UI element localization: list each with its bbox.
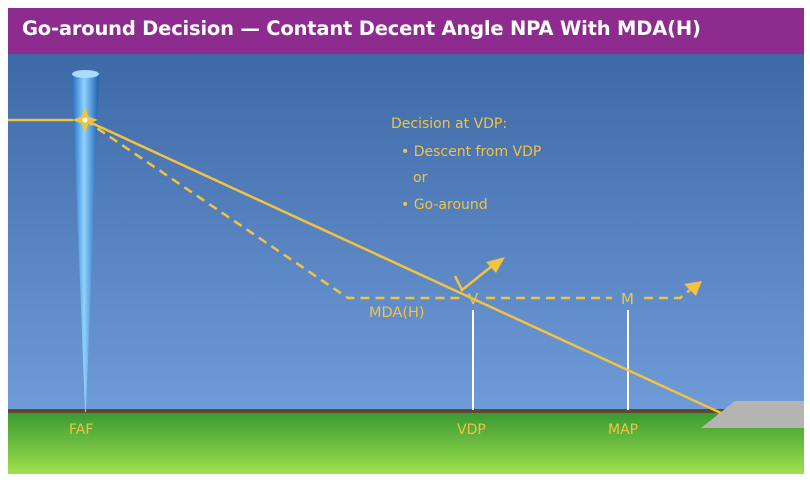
faf-fix-cone-top — [72, 70, 99, 78]
go-around-arrowhead — [486, 257, 505, 273]
vdp-label: VDP — [457, 422, 486, 438]
annotation-or: or — [413, 170, 428, 186]
map-marker-label: M — [621, 290, 634, 308]
faf-label: FAF — [69, 422, 93, 438]
map-label: MAP — [608, 422, 638, 438]
diagram-frame: Go-around Decision — Contant Decent Angl… — [8, 8, 804, 474]
annotation-option-descent: • Descent from VDP — [401, 144, 541, 160]
annotation-option-go-around: • Go-around — [401, 197, 488, 213]
title-bar: Go-around Decision — Contant Decent Angl… — [8, 8, 804, 54]
go-around-arrow — [453, 265, 493, 292]
ground — [8, 413, 804, 474]
sky — [8, 54, 804, 410]
vdp-marker-label: V — [468, 290, 479, 308]
mda-label: MDA(H) — [369, 305, 425, 321]
post-map-path — [644, 289, 691, 300]
faf-star-icon — [72, 107, 98, 133]
faf-fix-cone — [72, 74, 99, 412]
diagram-title: Go-around Decision — Contant Decent Angl… — [22, 17, 701, 40]
annotation-heading: Decision at VDP: — [391, 116, 507, 132]
runway — [701, 401, 804, 428]
approach-diagram: Decision at VDP: • Descent from VDP or •… — [8, 54, 804, 474]
cda-descent-path — [84, 118, 722, 415]
post-map-arrowhead — [684, 281, 702, 296]
horizon-strip — [8, 409, 804, 413]
dive-and-drive-path — [84, 118, 463, 300]
